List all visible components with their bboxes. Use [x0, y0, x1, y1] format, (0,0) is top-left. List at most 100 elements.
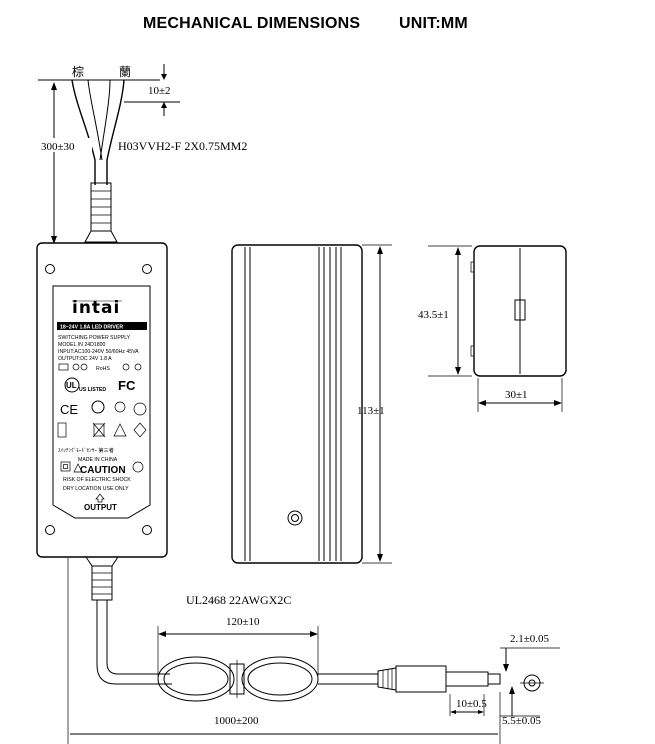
output-cable-outer — [96, 600, 172, 685]
ul-listed-text: US LISTED — [79, 387, 106, 393]
v-mark-icon — [132, 461, 144, 473]
strain-relief-base — [84, 230, 118, 243]
fc-mark: FC — [118, 378, 136, 393]
ccc-mark-icon — [91, 400, 105, 414]
wire-blue-label: 蘭 — [119, 65, 131, 79]
wire-right — [106, 79, 125, 185]
coil-right-loop — [241, 656, 319, 702]
made-in-text: MADE IN CHINA — [78, 457, 118, 463]
lead-dim-bg — [40, 138, 92, 152]
plug-strain-relief — [377, 667, 397, 691]
plug-arrowhead-right — [478, 710, 484, 714]
safety-mark-icon — [114, 401, 126, 413]
end-height-dim: 43.5±1 — [418, 309, 449, 321]
cert-row-3 — [57, 422, 147, 438]
cert-row-2: CE — [60, 400, 147, 417]
label-line-model: MODEL IN 24D1800 — [58, 342, 105, 348]
end-width-dim: 30±1 — [505, 389, 528, 401]
label-line-type: SWITCHING POWER SUPPLY — [58, 335, 131, 341]
screw-bottom-left — [45, 525, 55, 535]
ce-mark: CE — [60, 402, 78, 417]
screw-bottom-right — [142, 525, 152, 535]
output-label: OUTPUT — [84, 503, 117, 512]
polarity-plus-icon — [122, 363, 130, 371]
coil-arrowhead-right — [310, 631, 318, 637]
side-screw-inner — [291, 514, 299, 522]
label-line-input: INPUT:AC100-240V 50/60Hz 45VA — [58, 349, 139, 355]
plug-barrel — [445, 671, 489, 687]
weee-bin-icon — [93, 423, 105, 437]
housing-side — [231, 244, 363, 564]
plug-body — [395, 665, 447, 693]
lead-arrowhead-top — [51, 82, 57, 90]
label-panel — [52, 285, 151, 519]
japan-text: ｽｲｯﾁﾝｸﾞﾓｰﾄﾞｾﾝｻｰ 第三者 — [58, 446, 114, 454]
end-width-arrowhead-right — [554, 400, 562, 406]
strain-relief-bottom — [91, 565, 113, 601]
end-tab-bottom — [470, 345, 475, 357]
coil-length-dim: 120±10 — [226, 616, 260, 628]
coil-right-loop-inner — [247, 662, 313, 696]
pin-dim-arrowhead — [503, 664, 509, 672]
brand-logo: intai — [72, 298, 120, 318]
ul-mark-glyph: UL — [66, 381, 77, 390]
strip-length-dim: 10±2 — [148, 85, 171, 97]
weee-cross-2 — [92, 422, 106, 438]
strip-arrowhead-top — [161, 74, 167, 80]
plug-arrowhead-left — [450, 710, 456, 714]
caution-line-2: DRY LOCATION USE ONLY — [63, 486, 129, 492]
screw-top-left — [45, 264, 55, 274]
end-connector — [514, 299, 526, 321]
tuv-mark-icon — [133, 402, 147, 416]
cert-row-1: UL US LISTED FC — [64, 377, 136, 393]
coil-arrowhead-left — [158, 631, 166, 637]
front-view: intai 18~24V 1.8A LED DRIVER SWITCHING P… — [36, 242, 168, 558]
output-cable-spec: UL2468 22AWGX2C — [186, 593, 291, 607]
housing-front — [36, 242, 168, 558]
rohs-mark: RoHS — [96, 366, 110, 372]
wire-right-inner — [99, 79, 111, 161]
housing-end — [473, 245, 567, 377]
screw-top-right — [142, 264, 152, 274]
coil-left-loop — [157, 656, 235, 702]
double-insulation-inner — [63, 464, 68, 469]
input-cable: 棕 蘭 10±2 H03VVH2-F 2X0.75MM2 300±30 — [38, 64, 247, 244]
product-banner: 18~24V 1.8A LED DRIVER — [60, 325, 123, 331]
label-line-output: OUTPUT:DC 24V 1.8 A — [58, 356, 112, 362]
unit-label: UNIT:MM — [399, 15, 468, 32]
wire-brown-label: 棕 — [72, 64, 84, 79]
kc-mark-icon — [57, 422, 67, 438]
lead-length-dim: 300±30 — [41, 141, 75, 153]
barrel-dim-arrowhead — [509, 686, 515, 694]
product-banner-bg — [57, 322, 147, 330]
efficiency-mark-icon — [72, 363, 80, 371]
side-arrowhead-top — [377, 246, 383, 254]
side-view: 113±1 — [231, 244, 392, 564]
side-arrowhead-bottom — [377, 554, 383, 562]
coil-left-loop-inner — [163, 662, 229, 696]
plug-outer-dim: 2.1±0.05 — [510, 633, 550, 645]
polarity-minus-icon — [134, 363, 142, 371]
input-cable-spec: H03VVH2-F 2X0.75MM2 — [118, 139, 247, 153]
double-insulation-icon — [60, 461, 71, 472]
total-length-dim: 1000±200 — [214, 715, 259, 727]
end-height-arrowhead-top — [455, 247, 461, 255]
ul-mark-icon — [64, 377, 80, 393]
side-screw — [287, 510, 303, 526]
end-height-arrowhead-bottom — [455, 367, 461, 375]
end-width-arrowhead-left — [478, 400, 486, 406]
caution-line-1: RISK OF ELECTRIC SHOCK — [63, 477, 131, 483]
output-cable: UL2468 22AWGX2C 120±10 1000±200 10±0.5 2… — [67, 556, 560, 744]
wire-left-inner — [87, 79, 103, 161]
end-view: 43.5±1 30±1 — [418, 245, 567, 412]
pse-mark-icon — [133, 422, 147, 438]
caution-title: CAUTION — [80, 465, 126, 476]
class-mark-icon — [80, 363, 88, 371]
output-cable-inner — [106, 600, 170, 675]
polarity-symbol — [58, 363, 69, 371]
side-height-dim: 113±1 — [357, 405, 385, 417]
plug-inner-dim: 5.5±0.05 — [502, 715, 542, 727]
drawing-title: MECHANICAL DIMENSIONS — [143, 15, 360, 32]
output-arrow-icon — [95, 493, 105, 503]
strip-arrowhead-bottom — [161, 102, 167, 108]
